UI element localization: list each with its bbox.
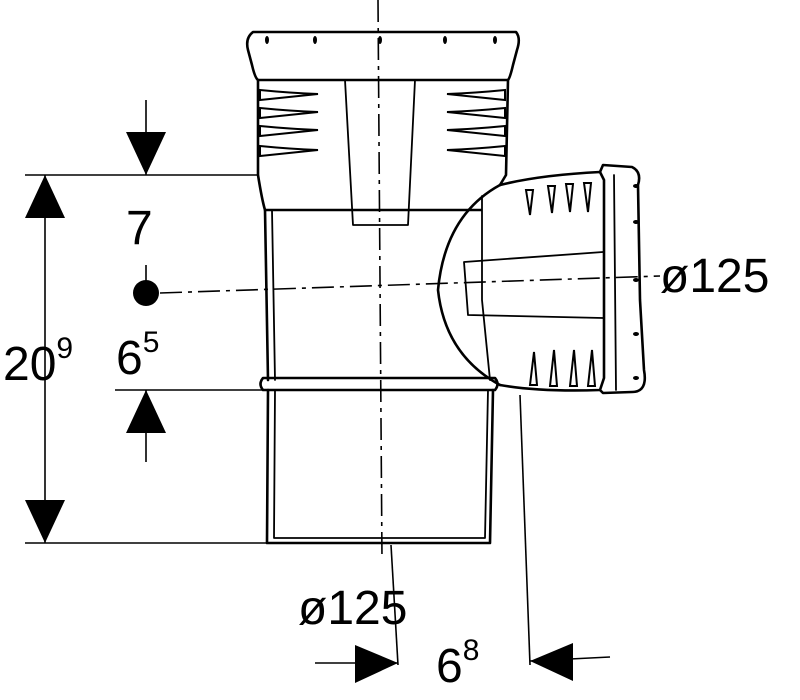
branch-socket-rim xyxy=(598,163,647,395)
main-center-line xyxy=(377,0,383,561)
branch-inner-liner xyxy=(463,251,604,319)
top-socket-rim xyxy=(245,30,521,82)
branch-offset-leader xyxy=(519,394,531,666)
upper-arrow xyxy=(126,132,166,175)
dimension-arrows xyxy=(25,132,573,683)
branch-socket-body xyxy=(498,170,606,392)
main-diameter-label: ø125 xyxy=(298,582,407,635)
spigot-inner-line xyxy=(273,389,489,539)
top-socket-body xyxy=(256,78,510,212)
spigot-end xyxy=(265,388,495,545)
branch-socket-inner-line xyxy=(613,174,617,391)
height-arrow-top xyxy=(25,175,65,218)
top-socket-ribs xyxy=(259,88,506,158)
branch-rim-notches xyxy=(633,184,639,380)
center-lines xyxy=(159,0,661,561)
overall-height-label: 209 xyxy=(3,332,73,391)
branch-dome-inner xyxy=(481,195,491,381)
dimension-lines xyxy=(25,100,611,666)
branch-socket-ribs xyxy=(524,182,597,387)
branch-diameter-label: ø125 xyxy=(660,250,769,303)
branch-dome xyxy=(436,183,502,387)
upper-offset-label: 7 xyxy=(126,202,153,255)
branch-offset-label: 68 xyxy=(436,634,479,693)
top-rim-notches xyxy=(265,36,497,44)
main-pipe-inner-line xyxy=(271,209,276,381)
height-arrow-bottom xyxy=(25,500,65,543)
top-inner-liner xyxy=(344,79,416,226)
lower-arrow xyxy=(126,390,166,433)
main-diameter-leader xyxy=(390,544,399,666)
branch-center-line xyxy=(159,275,661,294)
bead-ring xyxy=(259,376,499,392)
reference-point xyxy=(133,280,159,306)
offset-arrow-left xyxy=(355,645,398,683)
main-pipe-body xyxy=(263,208,483,382)
lower-offset-label: 65 xyxy=(116,326,159,385)
offset-arrow-right xyxy=(530,643,573,681)
